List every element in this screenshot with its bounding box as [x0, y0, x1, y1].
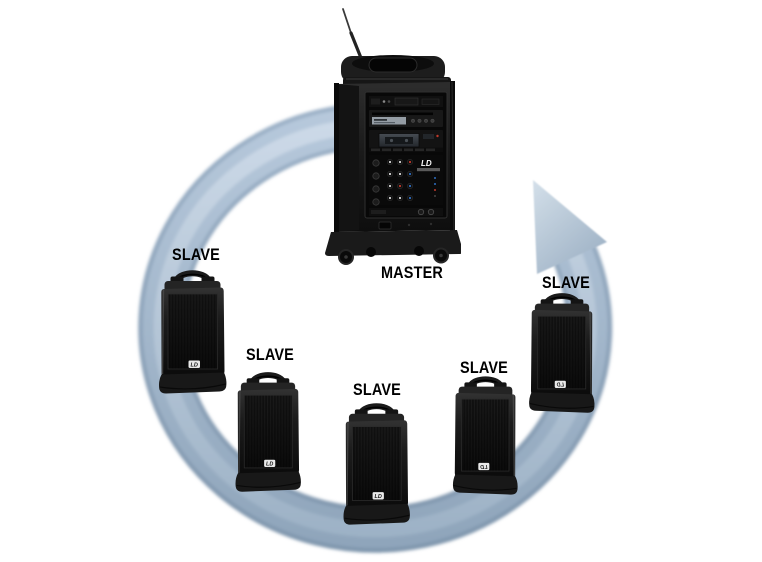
- slave-label-1: SLAVE: [172, 245, 220, 264]
- cycle-arrow-band: [138, 102, 613, 553]
- slave-speaker-4: [450, 374, 521, 501]
- slave-speaker-1: [155, 268, 230, 400]
- slave-speaker-5: [526, 291, 598, 419]
- slave-label-2: SLAVE: [246, 345, 294, 364]
- master-pa-unit: [313, 6, 461, 266]
- slave-label-5: SLAVE: [542, 273, 590, 292]
- slave-label-3: SLAVE: [353, 380, 401, 399]
- master-label: MASTER: [380, 263, 444, 282]
- slave-label-4: SLAVE: [460, 358, 508, 377]
- slave-speaker-3: [340, 401, 413, 531]
- cycle-arrow-head: [533, 180, 607, 274]
- slave-speaker-2: [232, 370, 304, 498]
